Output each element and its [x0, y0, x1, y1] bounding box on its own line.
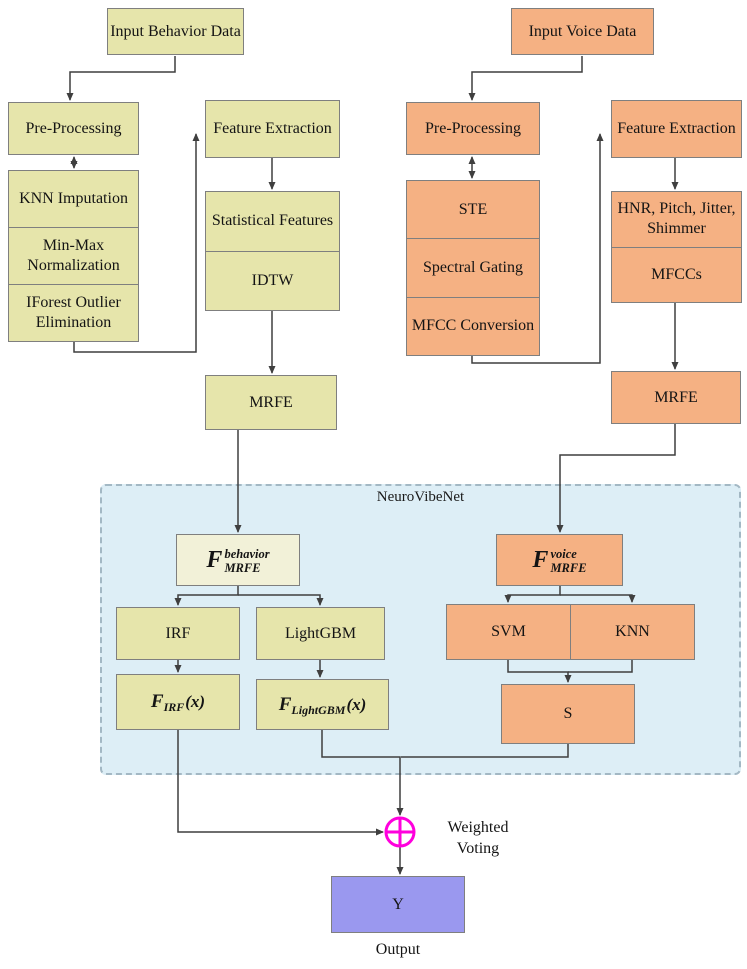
input-voice-data-box: Input Voice Data [511, 8, 654, 55]
weighted-voting-plus-icon [386, 818, 414, 846]
idtw-step: IDTW [206, 250, 339, 311]
behavior-preprocessing-steps-stack: KNN Imputation Min-Max Normalization IFo… [8, 170, 139, 342]
svm-knn-box: SVM KNN [446, 604, 695, 660]
lightgbm-box: LightGBM [256, 607, 385, 660]
voice-feature-steps-stack: HNR, Pitch, Jitter, Shimmer MFCCs [611, 191, 742, 303]
behavior-preprocessing-box: Pre-Processing [8, 102, 139, 155]
arrow-behavior-input-to-preprocessing [66, 56, 176, 101]
mfccs-step: MFCCs [612, 246, 741, 303]
arrow-voice-input-to-preprocessing [468, 56, 583, 101]
fusion-flow-arrows [384, 816, 416, 875]
hnr-pitch-jitter-shimmer-step: HNR, Pitch, Jitter, Shimmer [617, 200, 736, 238]
voice-feature-extraction-box: Feature Extraction [611, 100, 742, 158]
voice-preprocessing-box: Pre-Processing [406, 102, 540, 155]
knn-cell: KNN [570, 605, 694, 659]
iforest-outlier-step: IForest Outlier Elimination [9, 284, 138, 341]
knn-imputation-step: KNN Imputation [19, 190, 128, 207]
statistical-features-step: Statistical Features [211, 212, 334, 230]
neurovibenet-title: NeuroVibeNet [376, 489, 465, 505]
minmax-normalization-step: Min-Max Normalization [9, 227, 138, 284]
output-y-box: Y [331, 876, 465, 933]
irf-box: IRF [116, 607, 240, 660]
s-box: S [501, 684, 635, 744]
output-label: Output [375, 941, 421, 958]
weighted-voting-circle-icon [384, 816, 416, 848]
behavior-feature-steps-stack: Statistical Features IDTW [205, 191, 340, 311]
mfcc-conversion-step: MFCC Conversion [407, 296, 539, 355]
input-behavior-data-box: Input Behavior Data [107, 8, 244, 55]
svm-cell: SVM [491, 623, 526, 640]
voice-mrfe-box: MRFE [611, 371, 741, 424]
behavior-feature-extraction-box: Feature Extraction [205, 100, 340, 158]
voice-preprocessing-steps-stack: STE Spectral Gating MFCC Conversion [406, 180, 540, 356]
weighted-voting-label: Weighted Voting [447, 819, 509, 857]
ste-step: STE [458, 200, 488, 218]
behavior-mrfe-box: MRFE [205, 375, 337, 430]
spectral-gating-step: Spectral Gating [407, 238, 539, 296]
